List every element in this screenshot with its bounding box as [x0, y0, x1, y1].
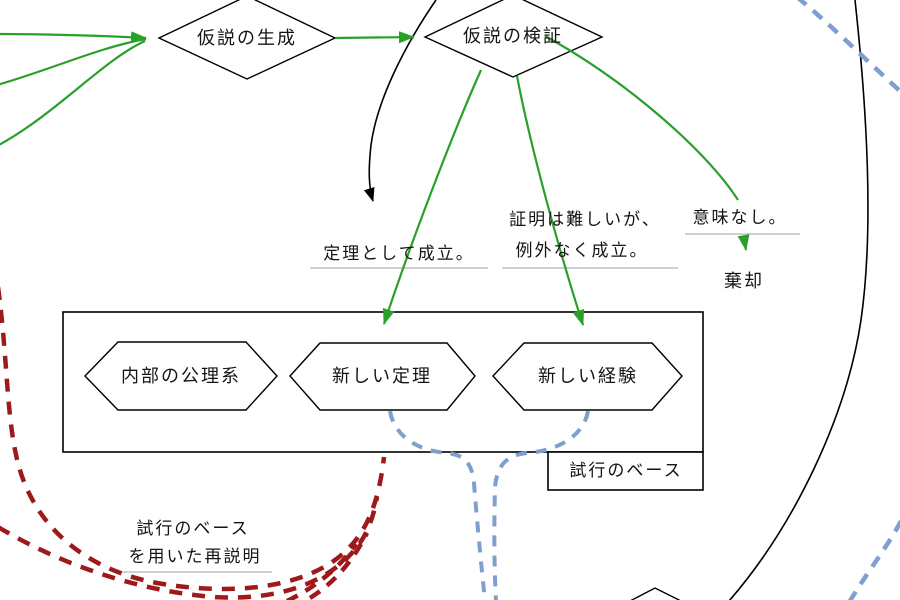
node-label-internal-axioms: 内部の公理系 [121, 366, 241, 388]
edge-red-reexplain-loop-inner [0, 286, 387, 592]
edge-black-arc-right-side [728, 0, 869, 600]
edge-label-no-meaning: 意味なし。 [692, 207, 788, 228]
edge-inflow-1-to-hypothesis-generation [0, 31, 147, 44]
annotation-reexplain-line2: を用いた再説明 [128, 546, 262, 567]
edge-no-meaning-to-rejection [737, 234, 750, 251]
node-label-rejection: 棄却 [724, 271, 764, 293]
edge-red-hatch-stroke-2 [308, 531, 370, 600]
edge-generation-to-verification [334, 31, 415, 44]
node-label-new-experience: 新しい経験 [538, 366, 638, 388]
edge-blue-top-right-arc [797, 0, 900, 94]
hexagon-new-experience [492, 342, 683, 411]
edge-red-reexplain-loop-outer [0, 496, 380, 600]
edge-label-proof-difficult-line2: 例外なく成立。 [515, 240, 649, 261]
edge-label-proof-difficult-line1: 証明は難しいが、 [509, 209, 661, 230]
edge-inflow-3-to-hypothesis-generation [0, 39, 146, 146]
hexagon-internal-axioms [84, 341, 278, 411]
edge-blue-new-theorem-outflow [388, 410, 487, 600]
node-label-hypothesis-generation: 仮説の生成 [197, 28, 297, 50]
annotation-reexplain-line1: 試行のベース [136, 518, 250, 539]
edge-red-hatch-stroke-1 [286, 542, 358, 600]
edge-label-theorem-established: 定理として成立。 [323, 243, 475, 264]
edge-verification-to-new-experience [515, 75, 585, 326]
edge-blue-bottom-right-arc [848, 519, 900, 600]
partial-diamond-bottom [630, 587, 681, 600]
edge-verification-to-new-theorem [382, 69, 483, 325]
trial-base-label-box [547, 451, 704, 491]
node-label-hypothesis-verification: 仮説の検証 [463, 26, 563, 48]
edge-blue-new-experience-outflow [492, 410, 590, 600]
edge-black-curve-to-theorem-label [363, 0, 437, 202]
hexagon-new-theorem [289, 342, 476, 411]
edge-inflow-2-to-hypothesis-generation [0, 37, 147, 86]
diamond-hypothesis-verification [423, 0, 604, 78]
node-label-trial-base: 試行のベース [569, 460, 683, 481]
node-label-new-theorem: 新しい定理 [332, 366, 432, 388]
edge-verification-to-no-meaning [544, 35, 739, 201]
